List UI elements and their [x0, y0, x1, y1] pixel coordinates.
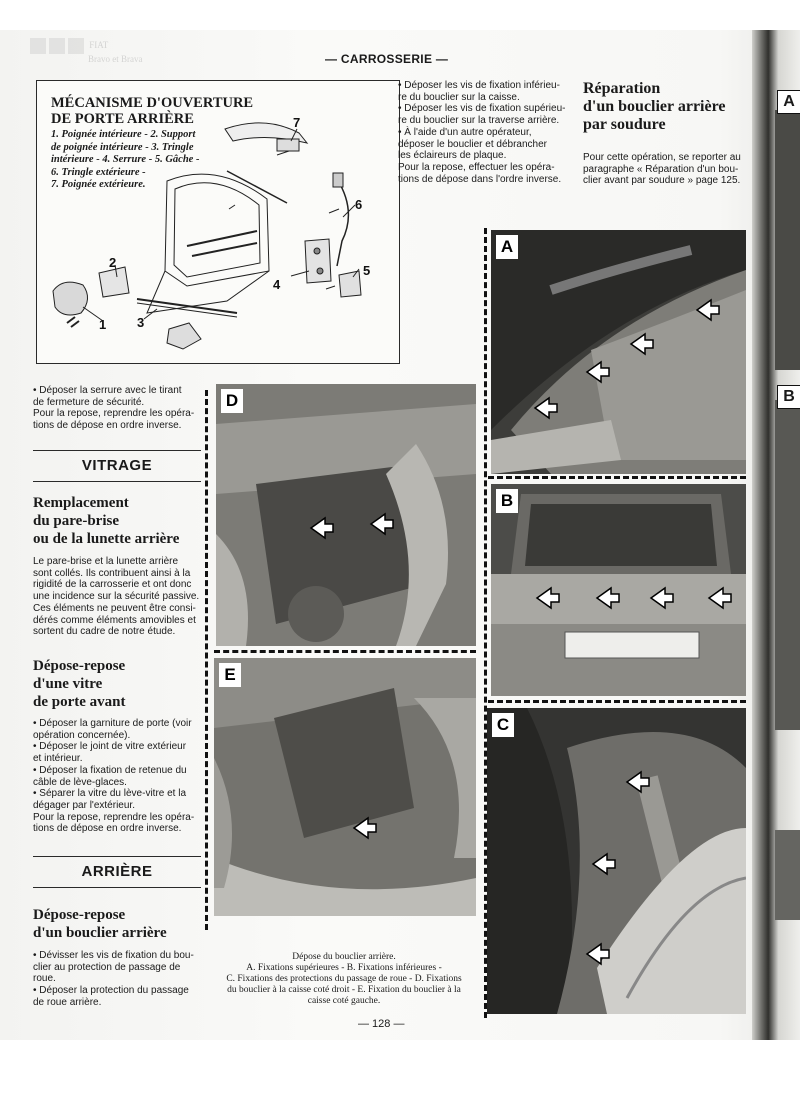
vitrage-band: VITRAGE	[33, 450, 201, 482]
photo-label-b: B	[496, 489, 518, 513]
photo-divider	[488, 700, 746, 703]
callout-2: 2	[109, 255, 116, 270]
photo-label-e: E	[219, 663, 241, 687]
photo-c: C	[487, 708, 746, 1014]
photo-label-a: A	[496, 235, 518, 259]
mid-top-text: • Déposer les vis de fixation inférieu- …	[398, 80, 566, 185]
callout-1: 1	[99, 317, 106, 332]
ghost-header: FIAT Bravo et Brava	[30, 38, 180, 78]
photo-b: B	[491, 484, 746, 696]
photo-d: D	[216, 384, 476, 646]
next-page-label-b: B	[777, 385, 800, 409]
photo-caption: Dépose du bouclier arrière. A. Fixations…	[226, 952, 462, 1006]
reparation-text: Pour cette opération, se reporter au par…	[583, 152, 741, 187]
vitre-heading: Dépose-repose d'une vitre de porte avant	[33, 658, 126, 710]
photo-divider	[214, 650, 476, 653]
next-page-photo-edge	[775, 110, 800, 370]
door-mechanism-drawing: 1 2 3 4 5 6 7	[52, 115, 370, 350]
mechanism-legend: 1. Poignée intérieure - 2. Support de po…	[51, 129, 200, 190]
next-page-photo-edge	[775, 400, 800, 730]
photo-divider	[488, 476, 746, 479]
bouclier-heading: Dépose-repose d'un bouclier arrière	[33, 907, 167, 941]
bouclier-text: • Dévisser les vis de fixation du bou-cl…	[33, 950, 194, 1008]
callout-5: 5	[363, 263, 370, 278]
photo-e: E	[214, 658, 476, 916]
next-page-photo-edge	[775, 830, 800, 920]
arriere-band: ARRIÈRE	[33, 856, 201, 888]
page-number: — 128 —	[358, 1018, 405, 1030]
photo-label-c: C	[492, 713, 514, 737]
reparation-heading: Réparation d'un bouclier arrière par sou…	[583, 80, 726, 133]
callout-7: 7	[293, 115, 300, 130]
callout-4: 4	[273, 277, 281, 292]
parebrise-heading: Remplacement du pare-brise ou de la lune…	[33, 495, 180, 547]
section-header: — CARROSSERIE —	[325, 52, 449, 66]
photo-a: A	[491, 230, 746, 474]
photo-divider	[205, 390, 208, 930]
photo-label-d: D	[221, 389, 243, 413]
callout-6: 6	[355, 197, 362, 212]
callout-3: 3	[137, 315, 144, 330]
photo-divider	[484, 228, 487, 1018]
next-page-label-a: A	[777, 90, 800, 114]
